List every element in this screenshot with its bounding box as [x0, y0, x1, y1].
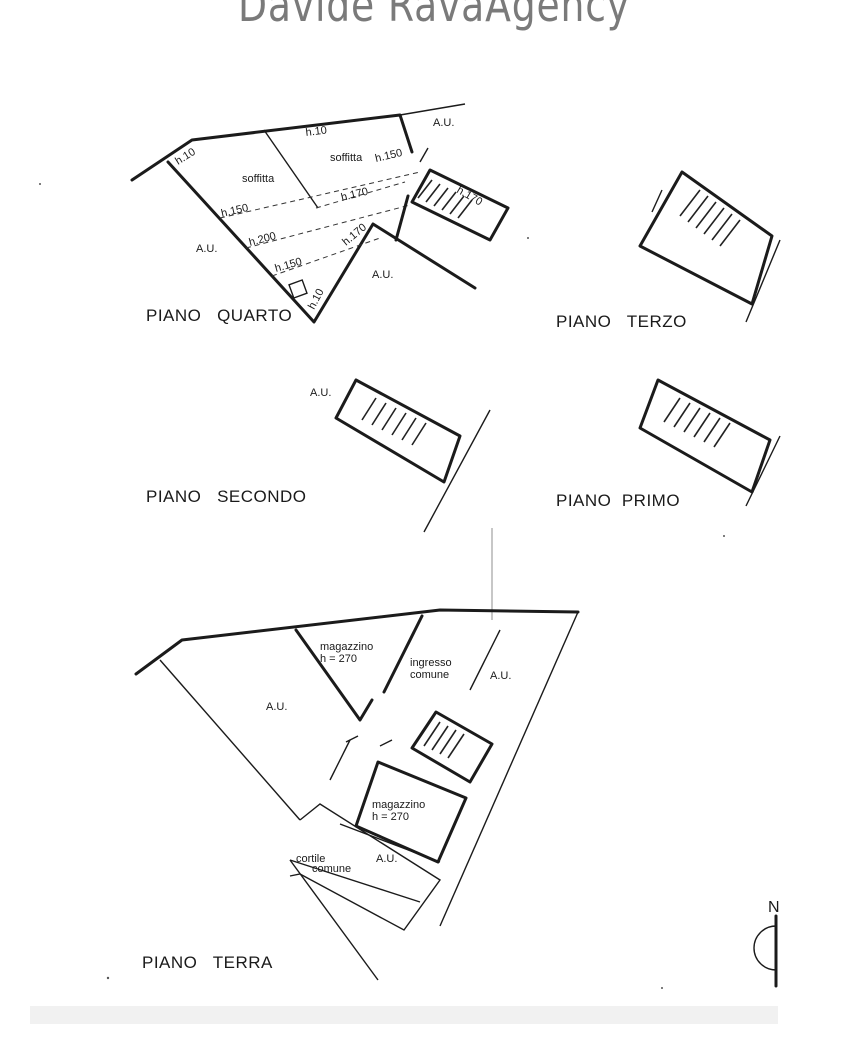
quarto-height-h150-b: h.150: [374, 147, 404, 165]
terra-room-cortile-1: cortile: [296, 853, 325, 865]
quarto-dash-3: [271, 237, 381, 277]
quarto-room-au-left: A.U.: [196, 243, 217, 255]
secondo-room-au: A.U.: [310, 387, 331, 399]
terra-top-wall: [134, 608, 580, 676]
secondo-outer-wall: [423, 409, 491, 533]
secondo-stair-block: [334, 378, 462, 484]
terra-room-ingresso-1: ingresso: [410, 657, 452, 669]
quarto-inner-wall: [263, 129, 319, 209]
terra-room-au-left: A.U.: [266, 701, 287, 713]
secondo-stair-steps: [361, 397, 427, 446]
quarto-room-soffitta-left: soffitta: [242, 173, 275, 185]
floor-primo: PIANO PRIMO: [556, 378, 781, 510]
terra-magazzino-top-walls: [294, 628, 374, 722]
floor-label-terzo: PIANO TERZO: [556, 312, 687, 331]
primo-outer-wall: [745, 435, 781, 507]
terzo-stair-steps: [679, 189, 741, 247]
terra-ingresso-right-wall: [469, 629, 501, 691]
quarto-dash-1: [219, 171, 421, 219]
terzo-door-mark: [651, 189, 663, 213]
quarto-room-au-bottom: A.U.: [372, 269, 393, 281]
quarto-room-au-top: A.U.: [433, 117, 454, 129]
quarto-height-h170-a: h.170: [340, 186, 370, 204]
quarto-stair-outline: [410, 168, 510, 242]
terra-cortile-divider: [289, 859, 421, 903]
terra-magazzino-bottom-box: [354, 760, 468, 864]
terra-bottom-edge: [289, 859, 379, 981]
terzo-outer-wall: [745, 239, 781, 323]
quarto-room-soffitta-right: soffitta: [330, 152, 363, 164]
primo-stair-steps: [663, 397, 731, 448]
terra-room-magazzino-bottom-height: h = 270: [372, 811, 409, 823]
floor-label-quarto: PIANO QUARTO: [146, 306, 292, 325]
floor-label-secondo: PIANO SECONDO: [146, 487, 307, 506]
floor-secondo: A.U. PIANO SECONDO: [146, 378, 491, 533]
quarto-left-wall: [166, 160, 477, 324]
floor-label-primo: PIANO PRIMO: [556, 491, 680, 510]
quarto-chimney: [288, 279, 308, 299]
quarto-height-h150-a: h.150: [220, 202, 250, 220]
quarto-height-h200: h.200: [248, 230, 278, 249]
terra-room-cortile-2: comune: [312, 863, 351, 875]
scan-bottom-band: [30, 1006, 778, 1024]
quarto-dash-4: [315, 181, 406, 209]
floor-label-terra: PIANO TERRA: [142, 953, 273, 972]
terra-room-magazzino-bottom: magazzino: [372, 799, 425, 811]
quarto-height-h150-c: h.150: [274, 256, 304, 275]
quarto-door-mark: [419, 147, 429, 163]
terra-au-bottom-divider: [339, 823, 441, 863]
north-arrow-icon: N: [753, 899, 780, 988]
terzo-stair-block: [638, 170, 774, 306]
terra-room-magazzino-top-height: h = 270: [320, 653, 357, 665]
terra-room-ingresso-2: comune: [410, 669, 449, 681]
terra-right-wall: [439, 611, 579, 927]
quarto-top-wall: [399, 103, 466, 116]
terra-ingresso-wall: [382, 614, 424, 694]
quarto-height-h170-b: h.170: [340, 221, 369, 248]
terra-room-magazzino-top: magazzino: [320, 641, 373, 653]
floor-quarto: A.U. A.U. A.U. soffitta soffitta h.10 h.…: [130, 103, 510, 325]
floor-terzo: PIANO TERZO: [556, 170, 781, 331]
terra-left-diagonal: [159, 659, 301, 821]
quarto-outer-wall: [130, 113, 414, 182]
north-arrow-letter: N: [768, 899, 780, 916]
quarto-stair-steps: [417, 179, 473, 219]
terra-stair-block: [410, 710, 494, 784]
terra-room-au-bottom: A.U.: [376, 853, 397, 865]
scan-specks: [39, 183, 725, 989]
primo-stair-block: [638, 378, 772, 494]
terra-bottom-outline: [289, 803, 442, 931]
watermark-text: Davide RavaAgency: [238, 0, 630, 32]
terra-door-mark-1: [345, 735, 359, 743]
floor-terra: magazzino h = 270 ingresso comune A.U. A…: [134, 528, 580, 981]
terra-room-au-right: A.U.: [490, 670, 511, 682]
terra-door-mark-2: [379, 739, 393, 747]
terra-stair-steps: [423, 721, 465, 759]
terra-corridor-wall: [329, 739, 351, 781]
quarto-height-h10-top: h.10: [305, 124, 328, 139]
quarto-dash-2: [245, 204, 411, 249]
quarto-stair-wall: [394, 194, 410, 242]
